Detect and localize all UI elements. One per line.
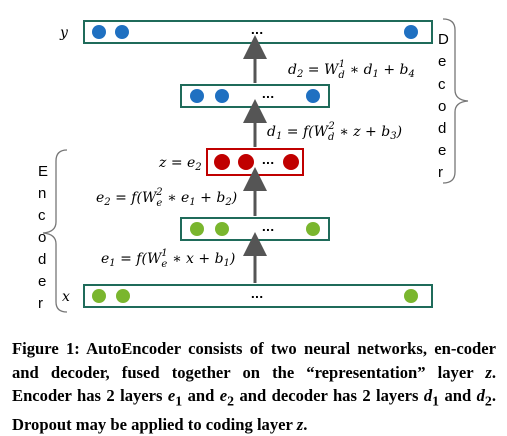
unit-e1-2 xyxy=(215,222,229,236)
layer-z: ... z = e2 xyxy=(158,148,304,176)
layer-z-label: z = e2 xyxy=(158,155,202,173)
layer-y: ... y xyxy=(59,20,433,44)
svg-text:d: d xyxy=(38,251,46,268)
svg-text:E: E xyxy=(38,163,48,180)
ellipsis-z: ... xyxy=(262,154,275,167)
equation-d1: d1 = f(Wd2 ∗ z + b3) xyxy=(267,121,402,143)
unit-e1-1 xyxy=(190,222,204,236)
svg-text:o: o xyxy=(38,229,46,246)
encoder-label: E n c o d e r xyxy=(38,163,48,312)
unit-z-1 xyxy=(214,154,230,170)
unit-d1-3 xyxy=(306,89,320,103)
autoencoder-diagram: ... y ... ... z = e2 ... ... x xyxy=(38,18,469,313)
svg-text:d: d xyxy=(438,120,446,137)
unit-d1-1 xyxy=(190,89,204,103)
equation-e1: e1 = f(We1 ∗ x + b1) xyxy=(101,248,235,270)
unit-e1-3 xyxy=(306,222,320,236)
svg-text:D: D xyxy=(438,31,449,48)
svg-text:c: c xyxy=(38,207,46,224)
ellipsis-x: ... xyxy=(251,288,264,301)
layer-x: ... x xyxy=(62,284,433,308)
svg-text:c: c xyxy=(438,76,446,93)
unit-x-2 xyxy=(116,289,130,303)
svg-text:e: e xyxy=(38,273,46,290)
ellipsis-y: ... xyxy=(251,24,264,37)
layer-e1: ... xyxy=(180,217,330,241)
svg-text:o: o xyxy=(438,98,446,115)
ellipsis-e1: ... xyxy=(262,221,275,234)
layer-x-label: x xyxy=(62,289,70,305)
encoder-brace xyxy=(42,149,68,313)
decoder-label: D e c o d e r xyxy=(438,31,449,181)
svg-text:e: e xyxy=(438,142,446,159)
unit-x-3 xyxy=(404,289,418,303)
equation-e2: e2 = f(We2 ∗ e1 + b2) xyxy=(96,187,237,209)
ellipsis-d1: ... xyxy=(262,88,275,101)
svg-text:n: n xyxy=(38,185,46,202)
figure-caption: Figure 1: AutoEncoder consists of two ne… xyxy=(12,339,496,434)
layer-x-box xyxy=(83,284,433,308)
unit-x-1 xyxy=(92,289,106,303)
layer-y-label: y xyxy=(59,25,69,41)
unit-z-3 xyxy=(283,154,299,170)
layer-d1: ... xyxy=(180,84,330,108)
unit-d1-2 xyxy=(215,89,229,103)
svg-text:r: r xyxy=(38,295,43,312)
svg-text:r: r xyxy=(438,164,443,181)
unit-y-3 xyxy=(404,25,418,39)
unit-y-2 xyxy=(115,25,129,39)
decoder-brace xyxy=(442,18,469,184)
unit-y-1 xyxy=(92,25,106,39)
svg-text:e: e xyxy=(438,53,446,70)
equation-d2: d2 = Wd1 ∗ d1 + b4 xyxy=(288,59,415,81)
unit-z-2 xyxy=(238,154,254,170)
